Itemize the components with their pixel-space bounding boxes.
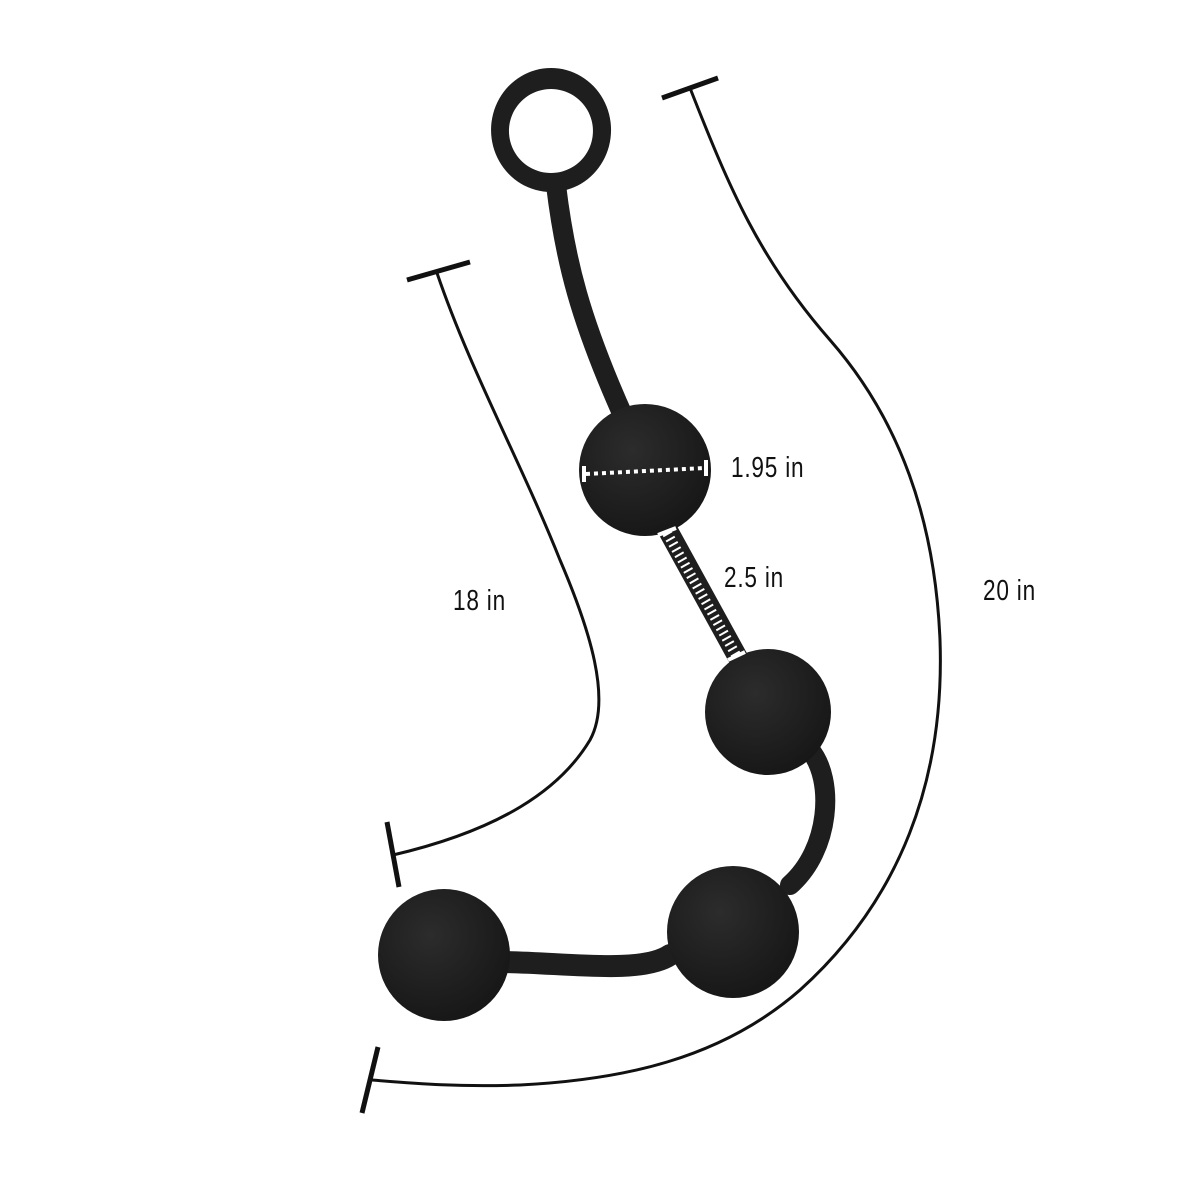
connector-stem-2 — [780, 740, 836, 895]
bead-spacing-label: 2.5 in — [724, 562, 785, 594]
insertable-length-label: 18 in — [453, 585, 506, 617]
bead-diameter-label: 1.95 in — [731, 452, 805, 484]
insertable-length-dimension-line — [384, 259, 601, 888]
connector-stem-3 — [489, 944, 681, 978]
product-silhouette — [378, 68, 836, 1021]
pull-ring — [491, 68, 612, 192]
total-length-dimension-line — [359, 75, 942, 1114]
bead-spacing-marker — [657, 526, 746, 662]
bead-3 — [667, 866, 799, 998]
bead-diameter-marker — [582, 460, 708, 482]
bead-4 — [378, 889, 510, 1021]
ring-stem — [546, 175, 635, 430]
total-length-label: 20 in — [983, 575, 1036, 607]
bead-2 — [705, 649, 831, 775]
